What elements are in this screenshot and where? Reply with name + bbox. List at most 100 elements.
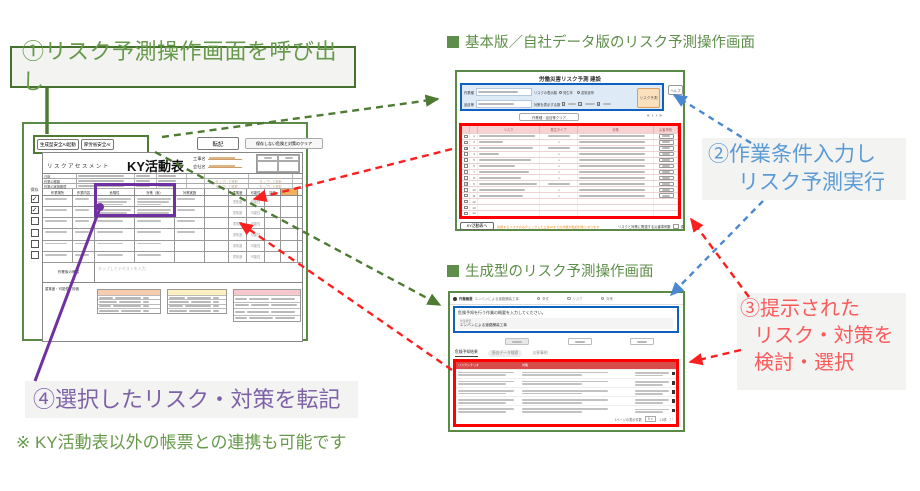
possibility-tap-cell[interactable]: 可能性 [247, 196, 265, 207]
help-button[interactable]: ヘルプ [668, 85, 683, 95]
case-count-button[interactable] [658, 169, 674, 175]
row-action-icon[interactable] [671, 381, 675, 385]
risk-row-checkbox[interactable] [464, 199, 468, 204]
clear-conditions-button[interactable]: 作業種・品目等クリア [519, 113, 579, 121]
case-count-button[interactable] [658, 181, 674, 187]
work-summary-input[interactable]: 作業概要 エンバンによる道路舗装工事 [458, 318, 673, 329]
tap-select-cell[interactable] [249, 174, 293, 178]
basic-table-row[interactable]: 5〃 [462, 156, 678, 163]
row-action-icon[interactable] [671, 399, 675, 403]
risk-row-checkbox[interactable] [464, 164, 468, 168]
case-count-button[interactable] [658, 187, 674, 192]
severity-tap-cell[interactable]: 重篤度 [229, 196, 247, 207]
gen-pagination[interactable]: 1ページの表示件数 5▼ 1-5件 ‹ › [614, 416, 673, 422]
case-count-button[interactable] [658, 134, 674, 139]
case-count-button[interactable] [658, 157, 674, 163]
gen-tab[interactable]: 災害事例 [532, 351, 548, 355]
save-checkbox[interactable]: ✓ [30, 206, 39, 215]
gen-tab[interactable]: 過去データ検索 [487, 350, 523, 357]
gen-table-row[interactable] [456, 405, 676, 414]
case-count-button[interactable] [658, 146, 674, 151]
case-count-button[interactable] [658, 193, 674, 198]
gen-table-row[interactable] [456, 386, 676, 396]
case-count-button[interactable] [658, 152, 674, 157]
basic-table-row[interactable]: 6〃 [462, 162, 678, 169]
basic-table-row[interactable]: 2〃 [462, 138, 678, 145]
possibility-tap-cell[interactable]: 可能性 [247, 218, 265, 229]
gen-button-3[interactable] [630, 338, 654, 345]
save-checkbox[interactable] [30, 250, 39, 259]
sort-option-radio[interactable]: 発生率 [558, 90, 573, 95]
basic-table-row[interactable]: ✓9 [462, 180, 678, 187]
transfer-button[interactable]: 転記 [197, 137, 239, 150]
risk-row-checkbox[interactable] [464, 193, 468, 198]
risk-predict-button[interactable]: リスク予測 [637, 88, 660, 108]
gen-tab[interactable]: 危険予知結果 [455, 350, 478, 357]
sort-option-radio[interactable]: 重篤度等 [576, 90, 594, 95]
gen-button-1[interactable] [505, 338, 529, 345]
save-checkbox[interactable] [30, 239, 39, 248]
tap-select-cell[interactable]: タップして選択 [249, 184, 293, 188]
risk-row-checkbox[interactable] [464, 134, 468, 139]
gen-table-row[interactable] [456, 377, 676, 387]
save-checkbox[interactable]: ✓ [30, 195, 39, 203]
basic-table-row[interactable]: 1 [462, 133, 678, 139]
tap-select-cell[interactable]: タップして選択 [249, 179, 293, 183]
save-checkbox[interactable] [30, 217, 39, 226]
item-field[interactable] [475, 100, 532, 108]
severity-tap-cell[interactable]: 重篤度 [229, 229, 247, 240]
risk-row-checkbox[interactable] [464, 140, 468, 145]
risk-row-checkbox[interactable] [464, 158, 468, 162]
severity-tap-cell[interactable]: 重篤度 [229, 207, 247, 218]
risk-row-checkbox[interactable] [464, 170, 468, 174]
possibility-tap-cell[interactable]: 可能性 [247, 229, 265, 240]
row-action-icon[interactable] [671, 408, 675, 413]
possibility-tap-cell[interactable]: 可能性 [247, 251, 265, 262]
risk-row-checkbox[interactable] [464, 211, 468, 216]
basic-table-row[interactable]: 13 [462, 204, 678, 210]
tap-select-cell[interactable]: タップして選択 [205, 184, 249, 188]
gen-table-row[interactable] [456, 368, 676, 378]
clear-button[interactable]: 保存しない危険と対策のクリア [245, 138, 323, 149]
basic-table-row[interactable]: 11〃 [462, 192, 678, 199]
row-action-icon[interactable] [671, 390, 675, 394]
severity-tap-cell[interactable]: 重篤度 [229, 218, 247, 229]
basic-table-row[interactable]: 7〃 [462, 168, 678, 175]
after-work-check-input[interactable]: タップしてテキストを入力 [98, 266, 146, 271]
severity-tap-cell[interactable]: 重篤度 [229, 251, 247, 262]
risk-row-checkbox[interactable]: ✓ [464, 146, 469, 151]
case-count-button[interactable] [658, 163, 674, 169]
mhlw-ai-button[interactable]: 厚労省安全AI [80, 139, 114, 150]
pager-controls[interactable]: «‹›» [647, 113, 664, 119]
risk-row-checkbox[interactable] [464, 176, 468, 180]
risk-row-checkbox[interactable] [464, 152, 468, 157]
case-count-button[interactable] [658, 140, 674, 145]
gen-button-2[interactable] [568, 338, 592, 345]
gen-table-row[interactable] [456, 396, 676, 405]
risk-row-checkbox[interactable]: ✓ [464, 182, 469, 187]
tap-select-cell[interactable]: タップして選択 [205, 179, 249, 183]
tap-select-cell[interactable] [205, 174, 249, 178]
basic-table-row[interactable]: 12 [462, 198, 678, 205]
save-checkbox[interactable] [30, 228, 39, 237]
to-ky-sheet-button[interactable]: KY活動表へ [460, 222, 494, 230]
basic-table-row[interactable]: 4〃 [462, 150, 678, 157]
basic-table-row[interactable]: ✓3 [462, 144, 678, 151]
work-type-field[interactable] [475, 88, 532, 96]
severity-tap-cell[interactable]: 重篤度 [229, 240, 247, 251]
launch-generative-ai-button[interactable]: 生成型安全AI起動 [37, 139, 79, 150]
basic-table-row[interactable]: 10〃 [462, 186, 678, 193]
ky-grid-header-cell [281, 189, 298, 195]
basic-table-header: リスク発生タイプ対策災害事例 [462, 126, 678, 133]
sort-options[interactable]: 発生率重篤度等 [558, 90, 596, 95]
basic-table-row[interactable]: 14 [462, 209, 678, 216]
possibility-tap-cell[interactable]: 可能性 [247, 240, 265, 251]
risk-row-checkbox[interactable] [464, 205, 468, 210]
row-action-icon[interactable] [671, 371, 675, 376]
risk-row-checkbox[interactable] [464, 187, 468, 192]
possibility-tap-cell[interactable]: 可能性 [247, 207, 265, 218]
case-count-button[interactable] [658, 175, 674, 181]
basic-input-highlight-box: 作業種 リスクの表示順 発生率重篤度等 品目等 対策を表示する数 ✓ ✓ ✓ リ… [460, 83, 664, 111]
show-count-checkboxes[interactable]: ✓ ✓ ✓ [562, 102, 611, 106]
basic-table-row[interactable]: 8〃 [462, 174, 678, 181]
